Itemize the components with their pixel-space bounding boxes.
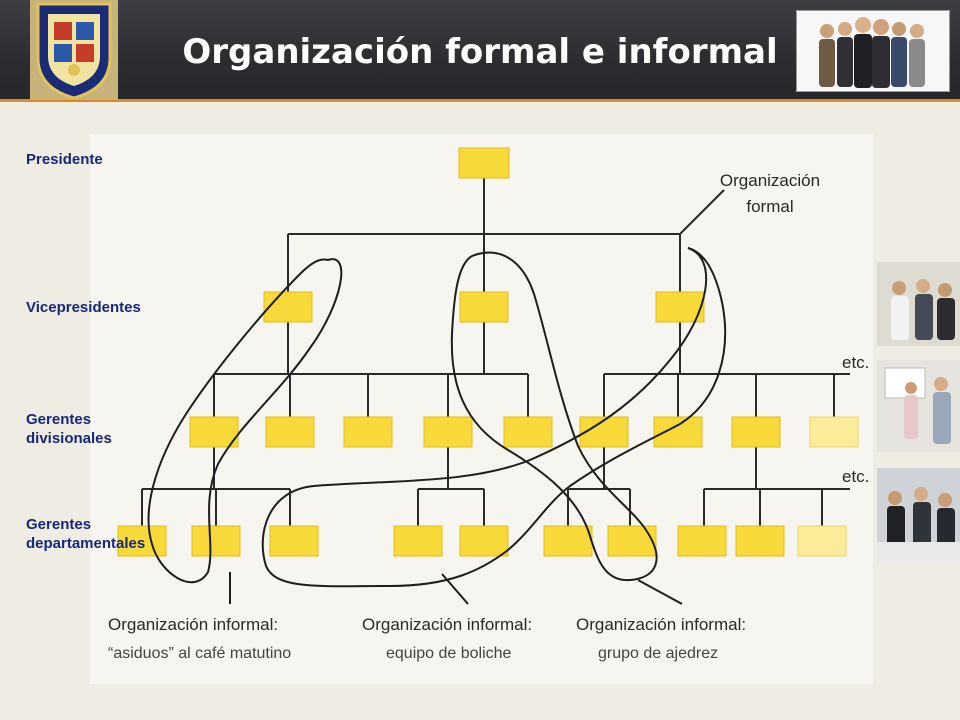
loop-cafe-matutino (147, 258, 343, 584)
box-vicepresidente-3 (655, 291, 705, 323)
informal-1-title: Organización informal: (108, 615, 278, 634)
informal-3-title: Organización informal: (576, 615, 746, 634)
slide-header: Organización formal e informal (0, 0, 960, 102)
box-gerente-dep-4 (393, 525, 443, 557)
box-presidente (458, 147, 510, 179)
etc-label-2: etc. (842, 467, 869, 486)
box-gerente-dep-8 (677, 525, 727, 557)
informal-2-title: Organización informal: (362, 615, 532, 634)
formal-label-line-2: formal (746, 197, 793, 216)
level-label-presidente: Presidente (26, 151, 103, 168)
box-gerente-div-6 (579, 416, 629, 448)
box-gerente-div-2 (265, 416, 315, 448)
loop-equipo-boliche (261, 247, 727, 588)
meeting-photo-1 (877, 262, 960, 346)
box-gerente-dep-1 (117, 525, 167, 557)
box-gerente-dep-2 (191, 525, 241, 557)
informal-group-loops (147, 247, 727, 605)
loop-grupo-ajedrez (450, 251, 658, 582)
level-label-gerentes-departamentales: Gerentes departamentales (26, 516, 146, 552)
business-people-image (796, 10, 950, 92)
box-gerente-div-9 (809, 416, 859, 448)
box-gerente-dep-5 (459, 525, 509, 557)
box-gerente-div-3 (343, 416, 393, 448)
formal-structure-lines (141, 178, 850, 526)
informal-2-subtitle: equipo de boliche (386, 645, 512, 662)
box-gerente-div-5 (503, 416, 553, 448)
informal-1-subtitle: “asiduos” al café matutino (108, 645, 291, 662)
position-boxes (117, 147, 859, 557)
formal-label-line-1: Organización (720, 171, 820, 190)
etc-label-1: etc. (842, 353, 869, 372)
box-vicepresidente-2 (459, 291, 509, 323)
box-gerente-dep-3 (269, 525, 319, 557)
box-gerente-div-8 (731, 416, 781, 448)
box-vicepresidente-1 (263, 291, 313, 323)
box-gerente-dep-7 (607, 525, 657, 557)
box-gerente-dep-6 (543, 525, 593, 557)
university-logo (30, 0, 118, 100)
box-gerente-dep-10 (797, 525, 847, 557)
box-gerente-div-7 (653, 416, 703, 448)
level-label-gerentes-divisionales: Gerentes divisionales (26, 411, 112, 447)
informal-3-subtitle: grupo de ajedrez (598, 645, 718, 662)
page-title: Organización formal e informal (182, 32, 778, 72)
box-gerente-div-1 (189, 416, 239, 448)
org-chart-panel: Organización formal etc. etc. Organizaci… (90, 134, 873, 684)
meeting-photo-2 (877, 360, 960, 452)
box-gerente-dep-9 (735, 525, 785, 557)
box-gerente-div-4 (423, 416, 473, 448)
meeting-photo-3 (877, 468, 960, 562)
level-label-vicepresidentes: Vicepresidentes (26, 299, 141, 316)
org-chart-diagram: Organización formal etc. etc. Organizaci… (108, 147, 869, 662)
